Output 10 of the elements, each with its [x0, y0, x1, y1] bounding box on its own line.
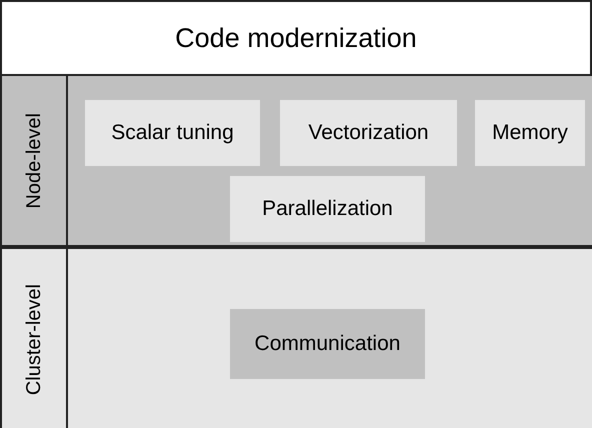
task-box: Scalar tuning — [85, 100, 260, 166]
task-box: Memory — [475, 100, 585, 166]
band-heading: Cluster-level — [23, 284, 46, 396]
task-box: Communication — [230, 309, 425, 379]
band-heading: Node-level — [23, 112, 46, 208]
band-panel — [2, 74, 592, 247]
task-box: Parallelization — [230, 176, 425, 242]
band-panel — [2, 247, 592, 428]
title-text: Code modernization — [175, 22, 417, 54]
task-box: Vectorization — [280, 100, 457, 166]
